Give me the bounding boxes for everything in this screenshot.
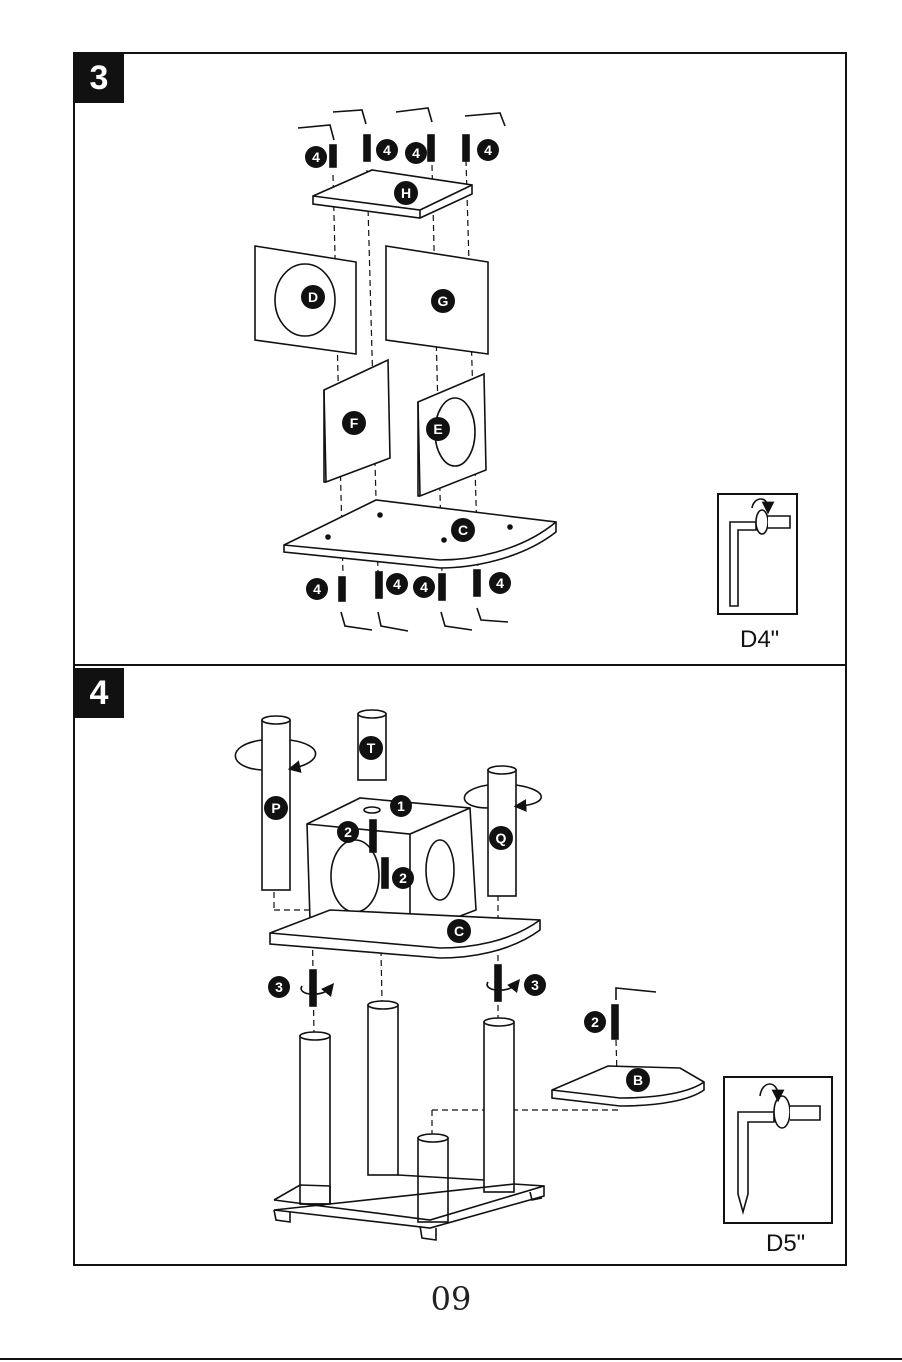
bottom-post-short — [418, 1138, 448, 1222]
label-p: P — [271, 800, 280, 816]
bottom-post-left — [300, 1036, 330, 1204]
screw-qty-top-1: 4 — [312, 149, 320, 165]
label-q: Q — [496, 830, 507, 846]
screw-qty-bottom-3: 4 — [420, 579, 428, 595]
allen-key-top-4 — [465, 113, 505, 126]
label-f: F — [350, 415, 359, 431]
connector-qty-right: 3 — [531, 977, 539, 993]
step-4-number: 4 — [74, 668, 124, 718]
label-c-step4: C — [454, 923, 464, 939]
screw-qty-top-3: 4 — [412, 145, 420, 161]
label-g: G — [438, 293, 449, 309]
label-d: D — [308, 289, 318, 305]
page-number: 09 — [0, 1280, 902, 1318]
screw-qty-bottom-2: 4 — [393, 576, 401, 592]
allen-key-top-2 — [333, 110, 366, 124]
screw-qty-bottom-1: 4 — [313, 581, 321, 597]
allen-key-top-1 — [298, 125, 334, 140]
bottom-post-right — [484, 1022, 514, 1192]
bottom-rule — [0, 1358, 902, 1360]
platform-c — [270, 910, 540, 958]
top-panel-h — [313, 170, 472, 218]
washer-qty: 1 — [397, 798, 405, 814]
label-c-step3: C — [458, 522, 468, 538]
tool-d5-label: D5" — [766, 1230, 805, 1258]
step-3-number: 3 — [74, 53, 124, 103]
allen-key-top-3 — [396, 108, 432, 122]
screw-qty-top-4: 4 — [484, 142, 492, 158]
label-h: H — [401, 185, 411, 201]
label-t: T — [367, 740, 376, 756]
label-e: E — [433, 421, 442, 437]
screw-qty-bottom-4: 4 — [496, 575, 504, 591]
label-b: B — [633, 1072, 643, 1088]
bolt-qty-a: 2 — [344, 824, 352, 840]
connector-qty-left: 3 — [275, 979, 283, 995]
step3-diagram — [255, 108, 797, 631]
screw-qty-top-2: 4 — [383, 142, 391, 158]
bolt-qty-b: 2 — [399, 870, 407, 886]
shelf-bolt-qty: 2 — [591, 1014, 599, 1030]
bottom-post-center — [368, 1005, 398, 1175]
tool-d4-label: D4" — [740, 626, 779, 654]
